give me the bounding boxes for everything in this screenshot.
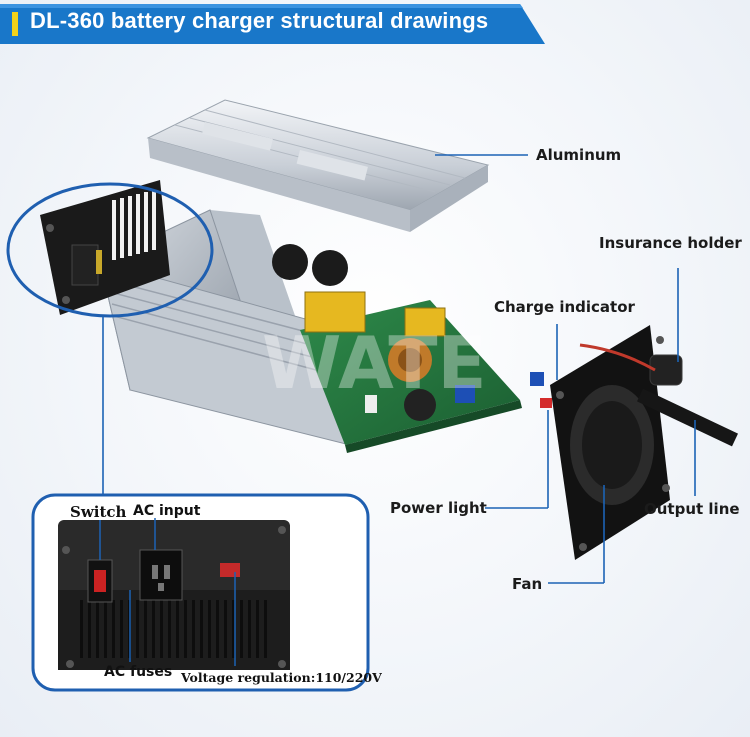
output-endplate xyxy=(550,325,738,560)
fan-endplate xyxy=(40,180,170,315)
accent-bar xyxy=(12,12,18,36)
inset-panel xyxy=(31,493,370,692)
label-voltage-regulation: Voltage regulation:110/220V xyxy=(181,670,382,685)
page-title: DL-360 battery charger structural drawin… xyxy=(30,8,489,33)
label-power-light: Power light xyxy=(390,499,487,517)
highlight-circle xyxy=(6,182,214,318)
label-ac-fuses: AC fuses xyxy=(104,664,173,680)
label-charge-indicator: Charge indicator xyxy=(494,298,635,316)
label-aluminum: Aluminum xyxy=(536,146,622,164)
label-ac-input: AC input xyxy=(133,503,201,519)
label-switch: Switch xyxy=(70,503,127,521)
aluminum-lid xyxy=(146,99,490,232)
leader-lines xyxy=(102,154,696,584)
label-output-line: Output line xyxy=(644,500,740,518)
banner-shape xyxy=(0,4,545,44)
title-banner: DL-360 battery charger structural drawin… xyxy=(0,0,560,46)
label-fan: Fan xyxy=(512,575,543,593)
watermark-text: WATE xyxy=(262,321,487,405)
pcb-board xyxy=(272,244,552,453)
label-insurance-holder: Insurance holder xyxy=(599,234,742,252)
